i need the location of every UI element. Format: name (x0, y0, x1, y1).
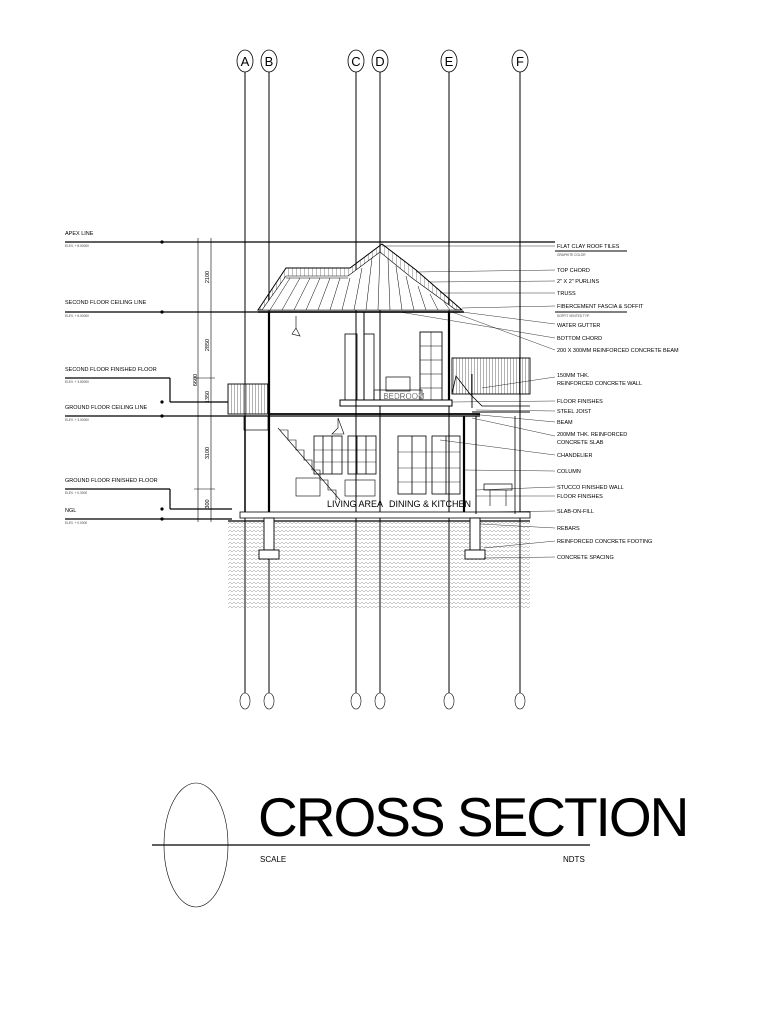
callout-purlins: 2" X 2" PURLINS (557, 279, 599, 285)
grid-label-c: C (351, 54, 360, 69)
level-label-apex: APEX LINE (65, 231, 94, 237)
grid-label-e: E (445, 54, 454, 69)
dim-overall: 6600 (193, 374, 199, 386)
dim-ground-floor: 3100 (205, 447, 211, 459)
grid-label-f: F (516, 54, 524, 69)
room-label-bedroom: BEDROOM (383, 392, 425, 401)
level-elev-apex: ELEV. + 8.00000 (65, 244, 89, 248)
dimension-lines (194, 238, 215, 522)
callout-labels: FLAT CLAY ROOF TILES GRAPHITE COLOR TOP … (557, 244, 679, 561)
callout-column: COLUMN (557, 469, 581, 475)
level-elev-ground-floor: ELEV. + 0.3000 (65, 491, 87, 495)
callout-wall-thk: 150MM THK. (557, 373, 590, 379)
callout-top-chord: TOP CHORD (557, 268, 590, 274)
callout-slab-thk: 200MM THK. REINFORCED (557, 432, 627, 438)
grid-bubbles-top (236, 49, 529, 73)
grid-label-d: D (375, 54, 384, 69)
level-label-second-ceiling: SECOND FLOOR CEILING LINE (65, 300, 147, 306)
level-elev-ground-ceiling: ELEV. + 3.00000 (65, 418, 89, 422)
callout-underlines (555, 250, 627, 313)
dim-slab: 1350 (205, 391, 211, 403)
building-section (227, 243, 531, 514)
slab-on-fill (239, 511, 531, 519)
level-label-ngl: NGL (65, 508, 76, 514)
level-lines (65, 241, 555, 520)
room-label-dining: DINING & KITCHEN (389, 499, 471, 509)
room-labels: BEDROOM LIVING AREA DINING & KITCHEN (327, 392, 471, 509)
scale-value: NDTS (563, 855, 585, 864)
callout-floor-finishes-2f: FLOOR FINISHES (557, 399, 603, 405)
callout-steel-joist: STEEL JOIST (557, 409, 592, 415)
level-elev-second-floor: ELEV. + 3.50000 (65, 380, 89, 384)
dim-second-floor: 2850 (205, 339, 211, 351)
level-label-ground-ceiling: GROUND FLOOR CEILING LINE (65, 405, 148, 411)
dim-roof: 2100 (205, 271, 211, 283)
callout-floor-finishes-gf: FLOOR FINISHES (557, 494, 603, 500)
grid-label-b: B (265, 54, 274, 69)
callout-rebars: REBARS (557, 526, 580, 532)
callout-beam: BEAM (557, 420, 573, 426)
level-label-second-floor: SECOND FLOOR FINISHED FLOOR (65, 367, 157, 373)
level-label-ground-floor: GROUND FLOOR FINISHED FLOOR (65, 478, 158, 484)
callout-truss: TRUSS (557, 291, 576, 297)
room-label-living: LIVING AREA (327, 499, 383, 509)
callout-stucco-wall: STUCCO FINISHED WALL (557, 485, 624, 491)
grid-bubbles-bottom (239, 692, 526, 710)
scale-label: SCALE (260, 855, 286, 864)
level-markers (160, 240, 164, 521)
callout-fascia-sub: SOFFIT VENTED TYP. (557, 314, 590, 318)
title-block: CROSS SECTION SCALE NDTS (152, 782, 689, 908)
grid-label-a: A (241, 54, 250, 69)
level-elev-ngl: ELEV. + 0.0000 (65, 521, 87, 525)
level-elev-second-ceiling: ELEV. + 6.00000 (65, 314, 89, 318)
page-title: CROSS SECTION (258, 786, 687, 848)
callout-beam-rc: 200 X 300MM REINFORCED CONCRETE BEAM (557, 348, 679, 354)
callout-roof-tiles-sub: GRAPHITE COLOR (557, 253, 586, 257)
callout-chandelier: CHANDELIER (557, 453, 592, 459)
footings (258, 517, 486, 560)
callout-slab-on-fill: SLAB-ON-FILL (557, 509, 594, 515)
grid-letters: A B C D E F (241, 54, 524, 69)
dimension-values: 2100 2850 6600 1350 3100 300 (193, 271, 211, 509)
callout-concrete-spacing: CONCRETE SPACING (557, 555, 614, 561)
dim-plinth: 300 (205, 499, 211, 508)
callout-roof-tiles: FLAT CLAY ROOF TILES (557, 244, 620, 250)
level-labels: APEX LINE ELEV. + 8.00000 SECOND FLOOR C… (65, 231, 158, 525)
callout-wall-rc: REINFORCED CONCRETE WALL (557, 381, 642, 387)
callout-slab: CONCRETE SLAB (557, 440, 604, 446)
callout-gutter: WATER GUTTER (557, 323, 600, 329)
callout-fascia: FIBERCEMENT FASCIA & SOFFIT (557, 304, 644, 310)
callout-leaders (382, 245, 556, 559)
callout-footing: REINFORCED CONCRETE FOOTING (557, 539, 652, 545)
callout-bottom-chord: BOTTOM CHORD (557, 336, 602, 342)
